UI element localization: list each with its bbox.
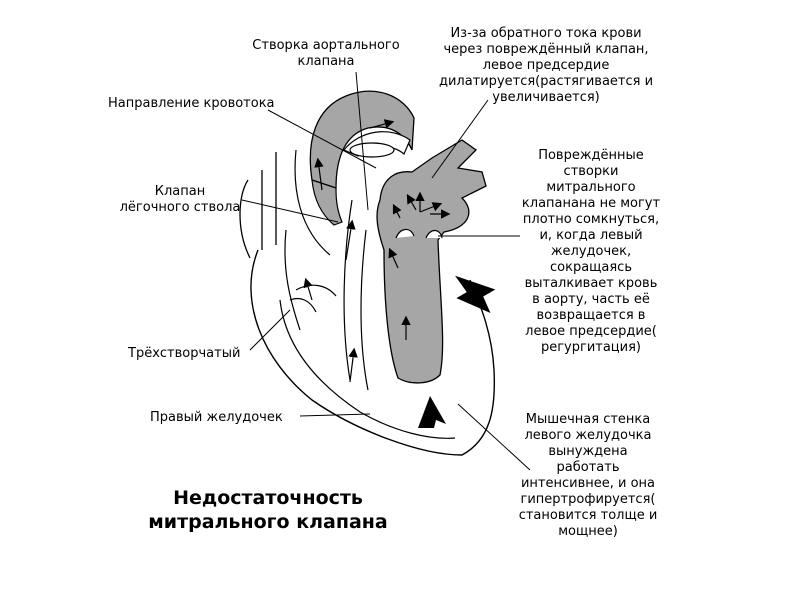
left-heart-chamber: [376, 139, 487, 384]
label-mitral-damaged: Повреждённые створки митрального клапана…: [521, 148, 661, 355]
heart-outline: [250, 249, 496, 456]
tricuspid-valve: [289, 284, 337, 313]
septum: [343, 199, 369, 391]
label-flow-direction: Направление кровотока: [108, 96, 275, 111]
leader-lines: [241, 71, 531, 471]
contraction-arrow-bottom: [418, 396, 446, 428]
label-muscle-wall: Мышечная стенка левого желудочка вынужде…: [518, 412, 658, 539]
label-pulmonary-valve: Клапан лёгочного ствола: [119, 184, 241, 215]
label-right-ventricle: Правый желудочек: [150, 410, 283, 425]
label-backflow: Из-за обратного тока крови через поврежд…: [438, 26, 654, 105]
label-tricuspid: Трёхстворчатый: [128, 346, 241, 361]
aorta-trunk: [311, 179, 343, 226]
aorta-arch: [309, 90, 415, 189]
heart-inner-outline: [279, 299, 456, 439]
aortic-valve-ring: [349, 142, 395, 158]
right-atrium-wall: [284, 149, 331, 331]
diagram-title: Недостаточность митрального клапана: [148, 487, 388, 533]
label-aortic-leaflet: Створка аортального клапана: [252, 38, 400, 69]
mitral-leaflet-left: [395, 228, 415, 239]
vena-cava: [239, 152, 277, 259]
contraction-arrow-side: [455, 275, 496, 314]
flow-arrows: [303, 119, 451, 383]
